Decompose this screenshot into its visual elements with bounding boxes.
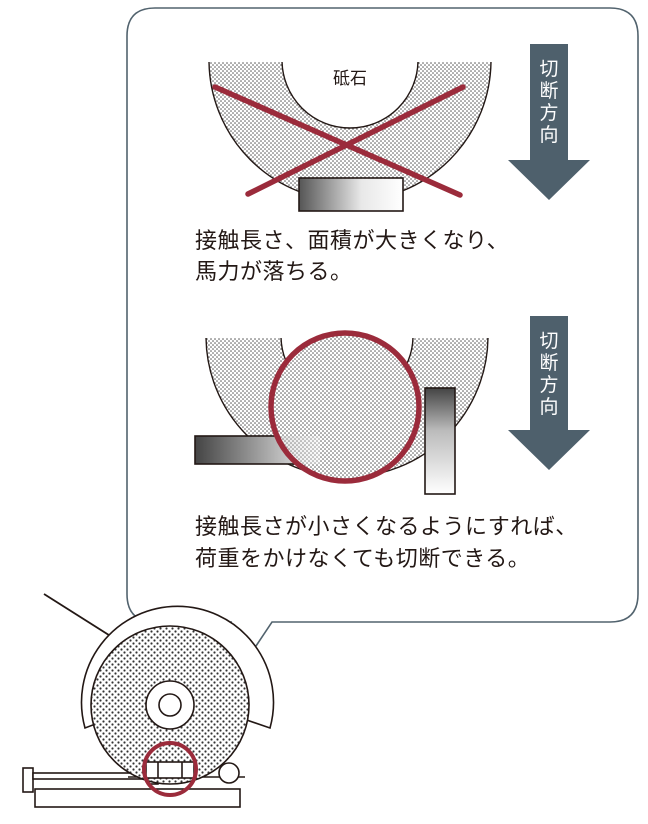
- bad-example-caption-line2: 馬力が落ちる。: [195, 260, 353, 285]
- wheel-hub: [281, 62, 419, 129]
- machine-arbor: [158, 693, 182, 717]
- workpiece-wide: [298, 177, 404, 212]
- cross-mark: [212, 84, 466, 198]
- cutting-direction-arrow-top: [508, 44, 590, 200]
- bad-example-caption-line1: 接触長さ、面積が大きくなり、: [195, 229, 510, 254]
- cutting-direction-arrow-bottom: [508, 316, 590, 470]
- bad-example-panel: 砥石: [208, 62, 492, 212]
- stone-label-top: 砥石: [333, 69, 367, 89]
- cutting-direction-label-bottom: 切 断 方 向: [539, 330, 559, 418]
- good-example-caption-line2: 荷重をかけなくても切断できる。: [195, 547, 531, 572]
- machine-contact-highlight: [142, 741, 198, 797]
- good-example-caption-line1: 接触長さが小さくなるようにすれば、: [195, 515, 578, 540]
- cutoff-saw-machine: [22, 593, 275, 808]
- machine-knob: [218, 762, 240, 784]
- good-example-panel: 砥石: [194, 330, 489, 495]
- highlight-circle: [268, 330, 422, 484]
- workpiece-vertical: [424, 387, 456, 495]
- cutting-direction-label-top: 切 断 方 向: [539, 58, 559, 146]
